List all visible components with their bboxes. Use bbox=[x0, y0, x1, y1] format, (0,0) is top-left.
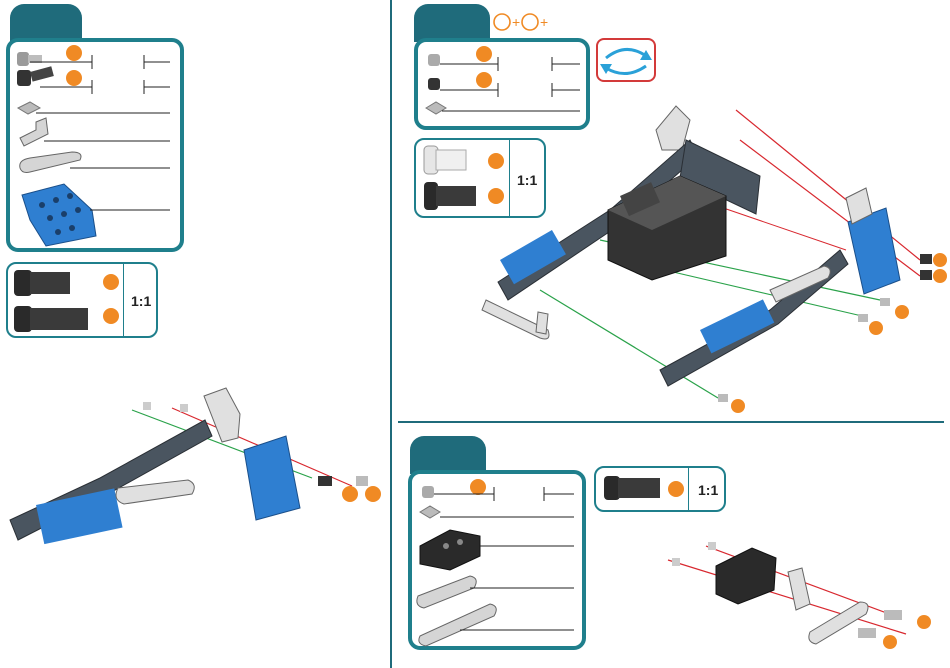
bracket-icon bbox=[716, 548, 776, 604]
screw-icon bbox=[858, 628, 876, 638]
orange-badge bbox=[917, 615, 931, 629]
screw-icon bbox=[884, 610, 902, 620]
orange-badge bbox=[883, 635, 897, 649]
